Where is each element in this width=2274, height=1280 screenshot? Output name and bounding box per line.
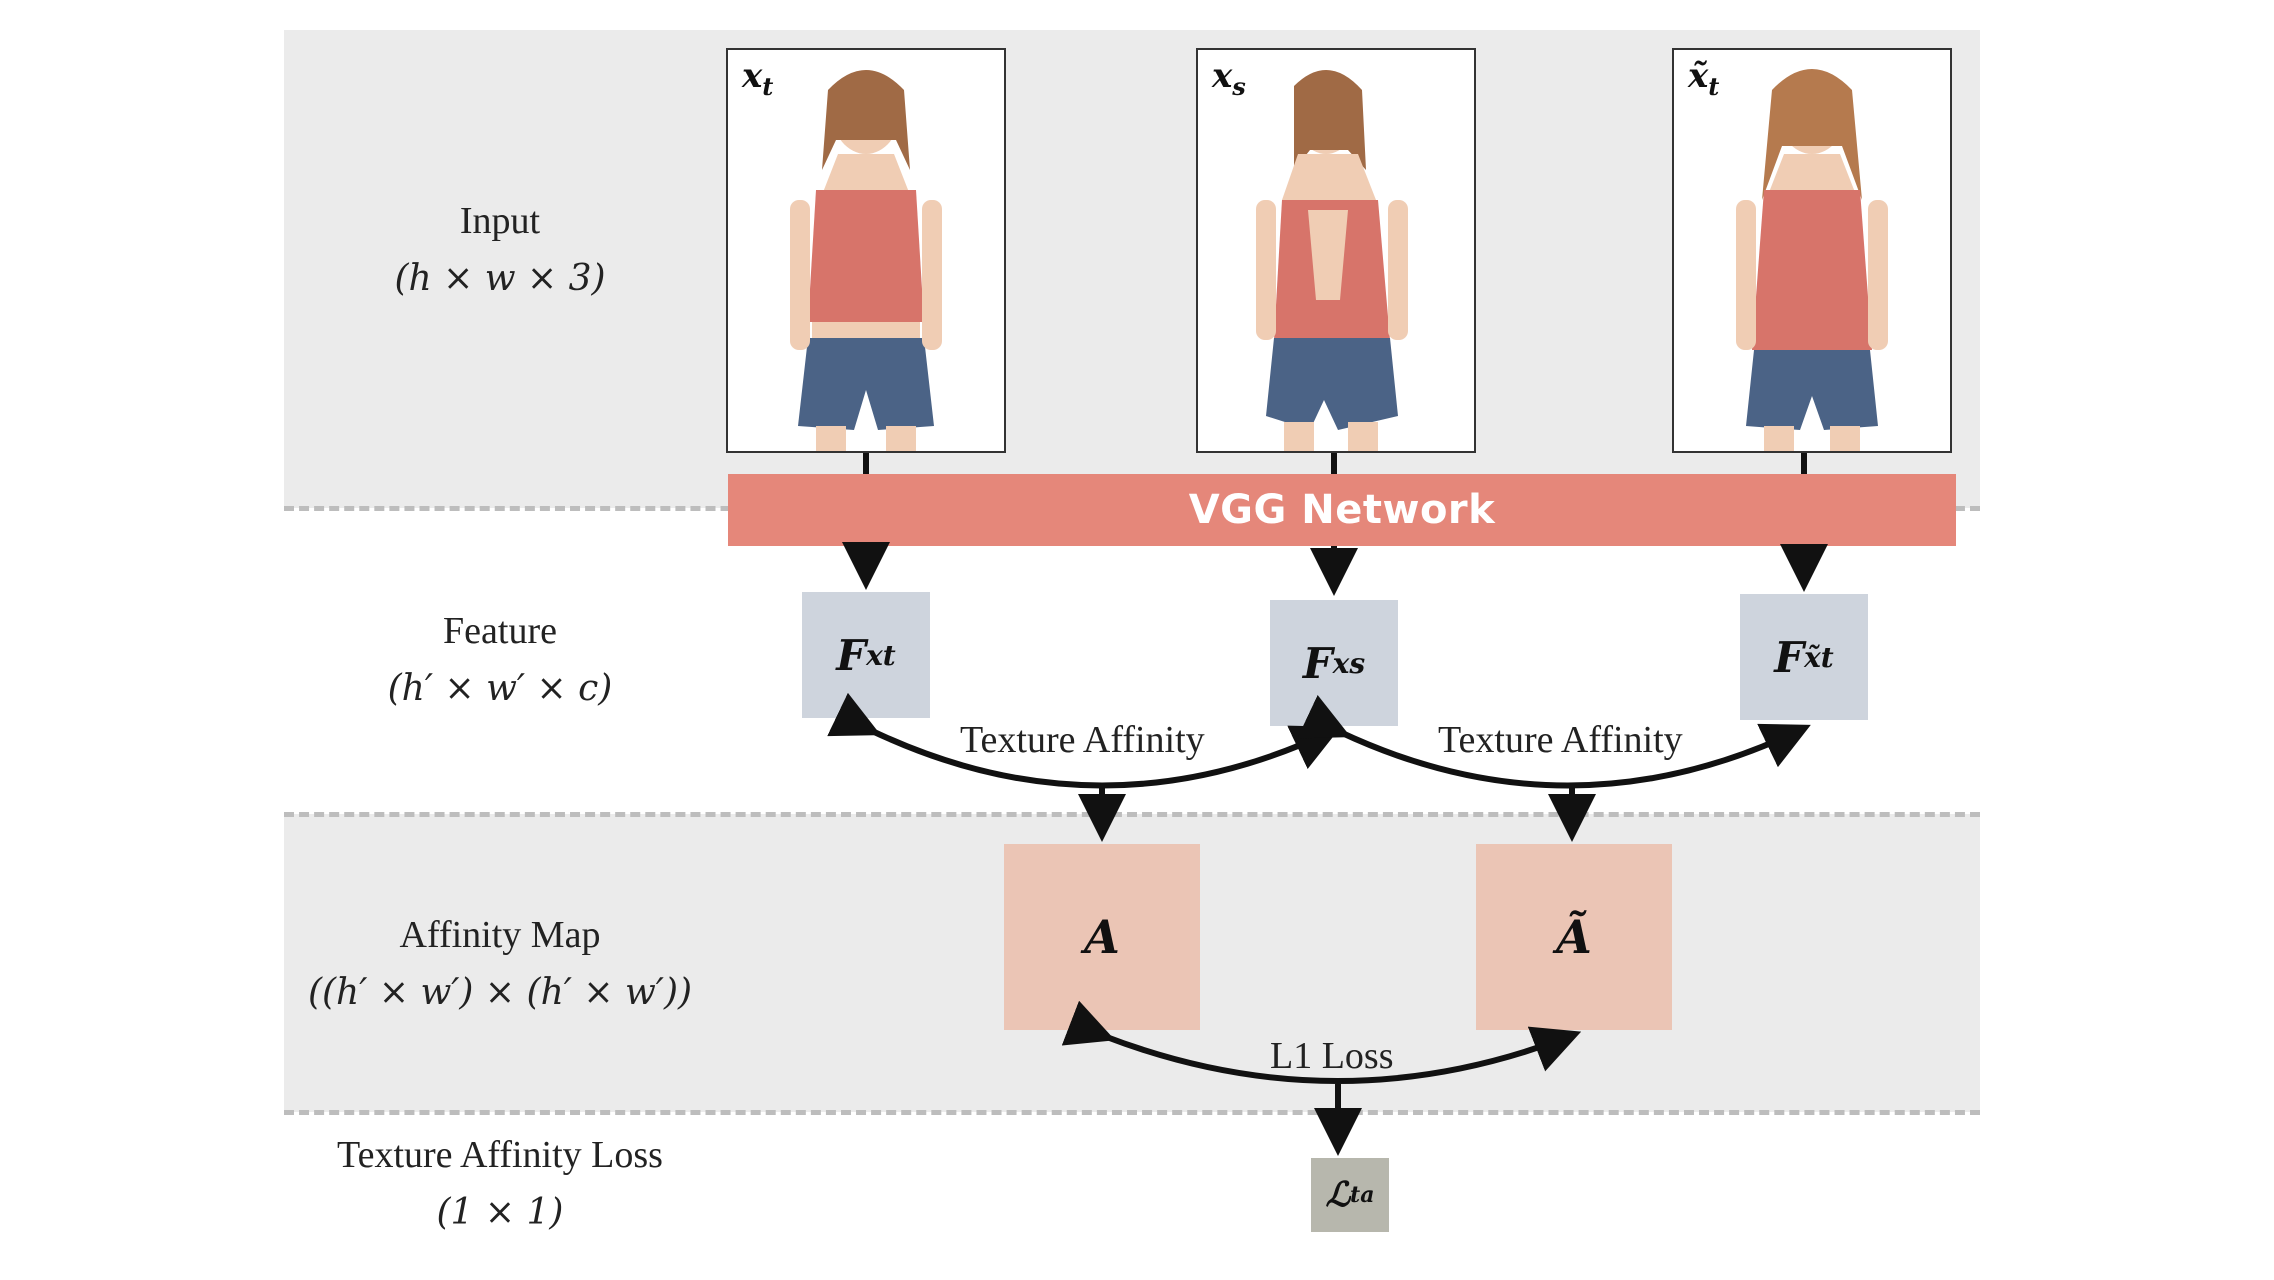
row-label-feature: Feature (h′ × w′ × c)	[280, 602, 720, 718]
image-label-xs: xs	[1212, 56, 1246, 101]
image-label-xt: xt	[742, 56, 774, 101]
affinity-map-a-tilde: Ã	[1476, 844, 1672, 1030]
divider-feature-affinity	[284, 812, 1980, 817]
affinity-title: Affinity Map	[399, 914, 601, 956]
row-label-affinity: Affinity Map ((h′ × w′) × (h′ × w′))	[280, 906, 720, 1022]
vgg-network-block: VGG Network	[728, 474, 1956, 546]
input-photo-xt-tilde: x̃t	[1672, 48, 1952, 453]
affinity-map-a: A	[1004, 844, 1200, 1030]
row-label-loss: Texture Affinity Loss (1 × 1)	[280, 1126, 720, 1242]
divider-affinity-loss	[284, 1110, 1980, 1115]
loss-dims: (1 × 1)	[436, 1192, 564, 1233]
curve-texture-affinity-2	[1297, 694, 1811, 789]
input-photo-xt: xt	[726, 48, 1006, 453]
loss-title: Texture Affinity Loss	[337, 1134, 663, 1176]
model-front-photo	[790, 70, 942, 451]
input-title: Input	[459, 200, 541, 242]
curve-texture-affinity-1	[827, 692, 1341, 789]
model-back-photo	[1256, 69, 1408, 451]
row-label-input: Input (h × w × 3)	[280, 192, 720, 308]
feature-title: Feature	[443, 610, 557, 652]
image-label-xt-tilde: x̃t	[1688, 56, 1720, 101]
input-photo-xs: xs	[1196, 48, 1476, 453]
model-front-photo-2	[1736, 69, 1888, 451]
curve-l1-loss	[1061, 1000, 1582, 1084]
feature-dims: (h′ × w′ × c)	[387, 668, 613, 709]
affinity-dims: ((h′ × w′) × (h′ × w′))	[307, 972, 693, 1013]
input-dims: (h × w × 3)	[394, 258, 606, 299]
